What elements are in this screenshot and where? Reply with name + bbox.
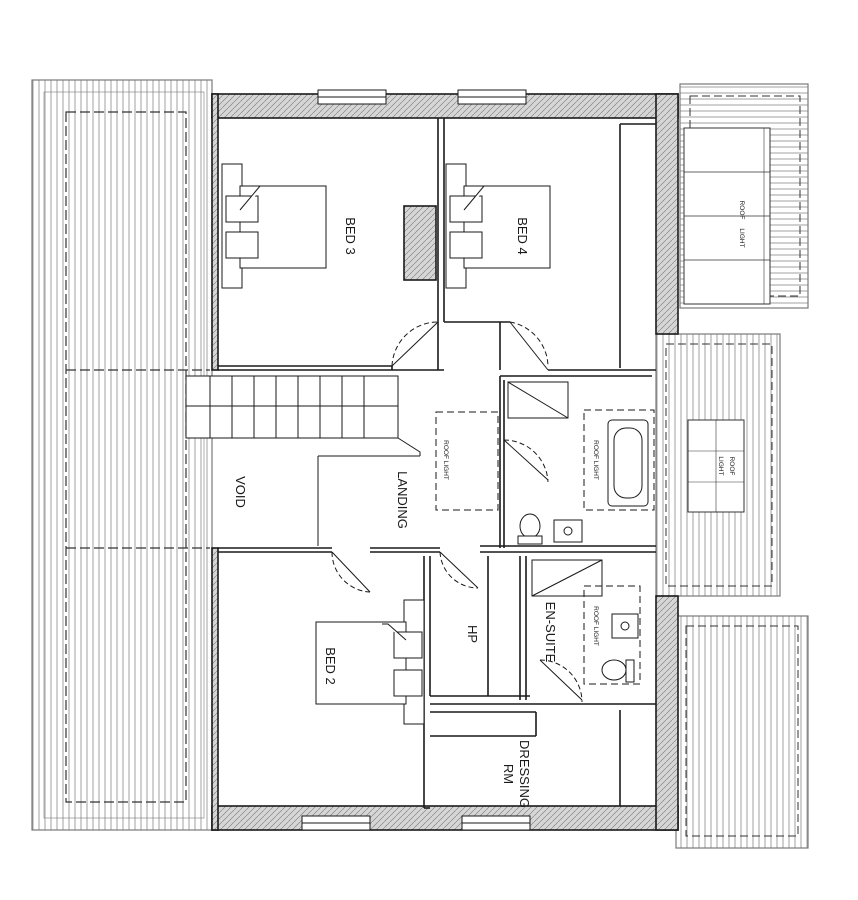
roof-light-label-ensuite: ROOF LIGHT [592,606,599,646]
roof-light-outlines [435,409,655,685]
room-label-bed2: BED 2 [323,647,338,685]
bathroom-fixtures [507,381,649,545]
bed-bed2 [315,599,425,725]
staircase [185,375,421,546]
room-label-bed3: BED 3 [343,217,358,255]
outer-walls [211,93,679,831]
roof-left [31,79,213,831]
roof-light-right-upper [683,127,771,305]
windows [301,89,531,831]
bed-bed4 [445,163,551,289]
room-label-dressing: DRESSING [517,740,532,808]
room-label-void: VOID [233,476,248,508]
roof-light-right-middle [687,419,745,513]
room-label-landing: LANDING [395,471,410,529]
bed-bed3 [221,163,327,289]
room-label-hp: HP [465,625,480,643]
roof-light-label-right-upper-b: LIGHT [738,228,745,247]
roof-light-label-right-upper-a: ROOF [738,201,745,220]
doors [331,321,583,703]
roof-light-label-landing: ROOF LIGHT [442,440,449,480]
room-label-rm: RM [501,764,516,784]
room-label-bed4: BED 4 [515,217,530,255]
room-label-ensuite: EN-SUITE [543,602,558,663]
roof-right-lower [675,615,809,849]
roof-light-label-right-middle-b: LIGHT [717,456,724,475]
roof-light-label-right-middle-a: ROOF [728,457,735,476]
roof-light-label-bathroom: ROOF LIGHT [592,440,599,480]
ensuite-fixtures [531,559,639,683]
internal-walls [218,118,656,809]
